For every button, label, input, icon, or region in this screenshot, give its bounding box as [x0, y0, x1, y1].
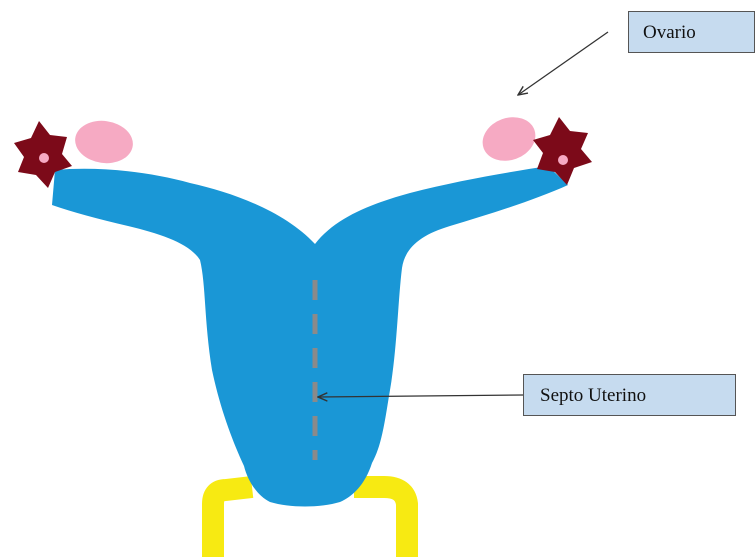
- cervix-support-left: [213, 487, 252, 557]
- ovary-arrow: [518, 32, 608, 95]
- ovary-left: [72, 117, 135, 167]
- cervix-support-right: [354, 487, 407, 557]
- fimbria-left-center: [39, 153, 49, 163]
- ovary-right: [476, 110, 541, 168]
- ovary-label-box: Ovario: [628, 11, 755, 53]
- ovary-label: Ovario: [643, 23, 696, 42]
- uterus-body: [52, 166, 568, 507]
- septum-label: Septo Uterino: [540, 386, 646, 405]
- septum-label-box: Septo Uterino: [523, 374, 736, 416]
- fimbria-right-center: [558, 155, 568, 165]
